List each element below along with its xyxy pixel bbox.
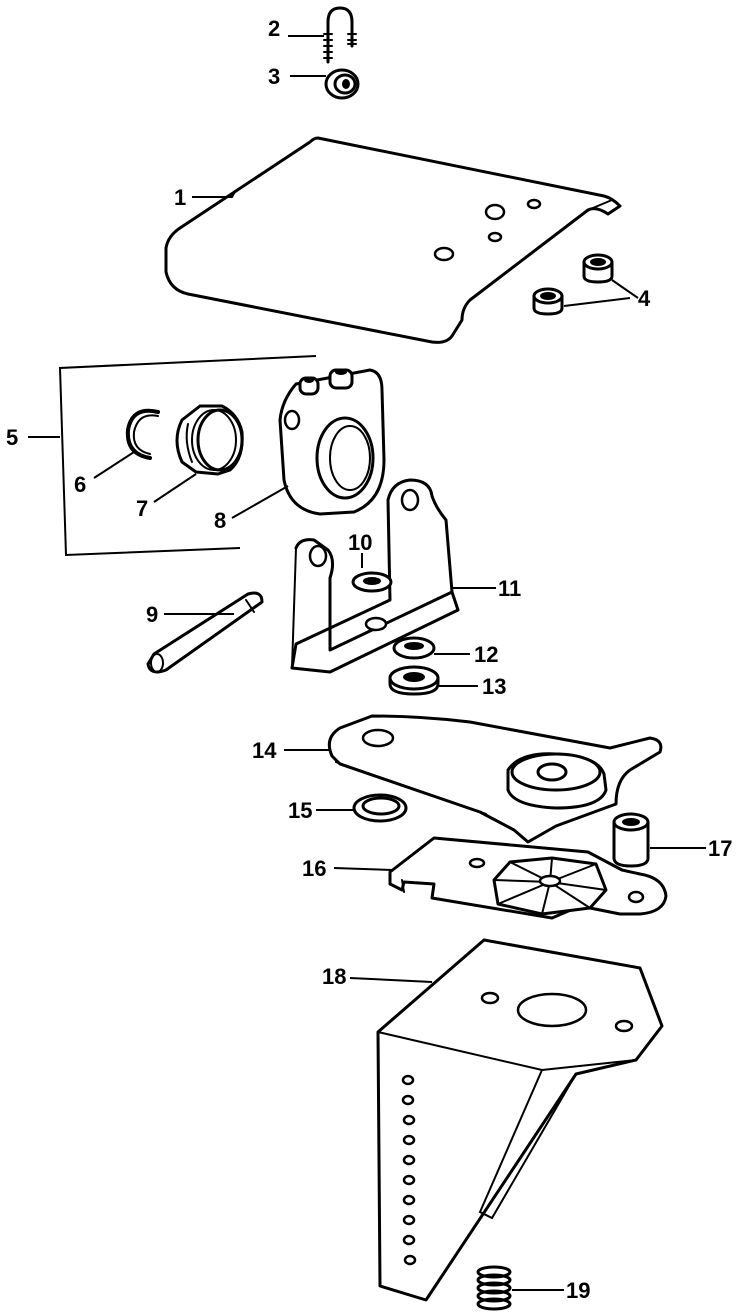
part-washer-12	[392, 636, 436, 660]
callout-5: 5	[6, 425, 18, 450]
part-lever-plate	[327, 714, 663, 844]
callout-7: 7	[136, 496, 148, 521]
callout-13: 13	[482, 674, 506, 699]
callout-14: 14	[252, 738, 277, 763]
callout-4: 4	[638, 286, 651, 311]
callout-10: 10	[348, 530, 372, 555]
callout-2: 2	[268, 16, 280, 41]
part-u-bolt	[323, 6, 357, 64]
adjustment-holes	[401, 1074, 417, 1266]
callout-1: 1	[174, 185, 186, 210]
part-clamp-housing	[278, 368, 386, 516]
part-spacer	[612, 812, 650, 868]
part-5-bracket	[58, 355, 317, 557]
callout-3: 3	[268, 64, 280, 89]
callout-9: 9	[146, 602, 158, 627]
part-grommet	[324, 68, 360, 100]
part-washer-15	[352, 793, 408, 823]
callout-12: 12	[474, 642, 498, 667]
callout-18: 18	[322, 964, 346, 989]
callout-19: 19	[566, 1278, 590, 1303]
part-bearing	[175, 404, 244, 476]
part-retaining-ring	[125, 408, 160, 460]
callout-15: 15	[288, 798, 312, 823]
callout-8: 8	[214, 508, 226, 533]
part-top-plate	[164, 136, 622, 344]
part-pin	[146, 591, 264, 674]
part-bushings	[532, 253, 614, 316]
callout-16: 16	[302, 856, 326, 881]
leader-lines	[28, 35, 706, 1291]
callout-labels: 1 2 3 4 5 6 7 8 9 10 11 12 13 14 15 16 1…	[6, 16, 732, 1303]
callout-17: 17	[708, 836, 732, 861]
part-washer-10	[351, 571, 393, 593]
callout-11: 11	[498, 576, 521, 601]
callout-6: 6	[74, 472, 86, 497]
part-ratchet-plate	[388, 836, 668, 920]
part-spring	[476, 1265, 512, 1311]
part-washer-13	[388, 665, 440, 696]
part-mounting-bracket	[376, 938, 664, 1302]
